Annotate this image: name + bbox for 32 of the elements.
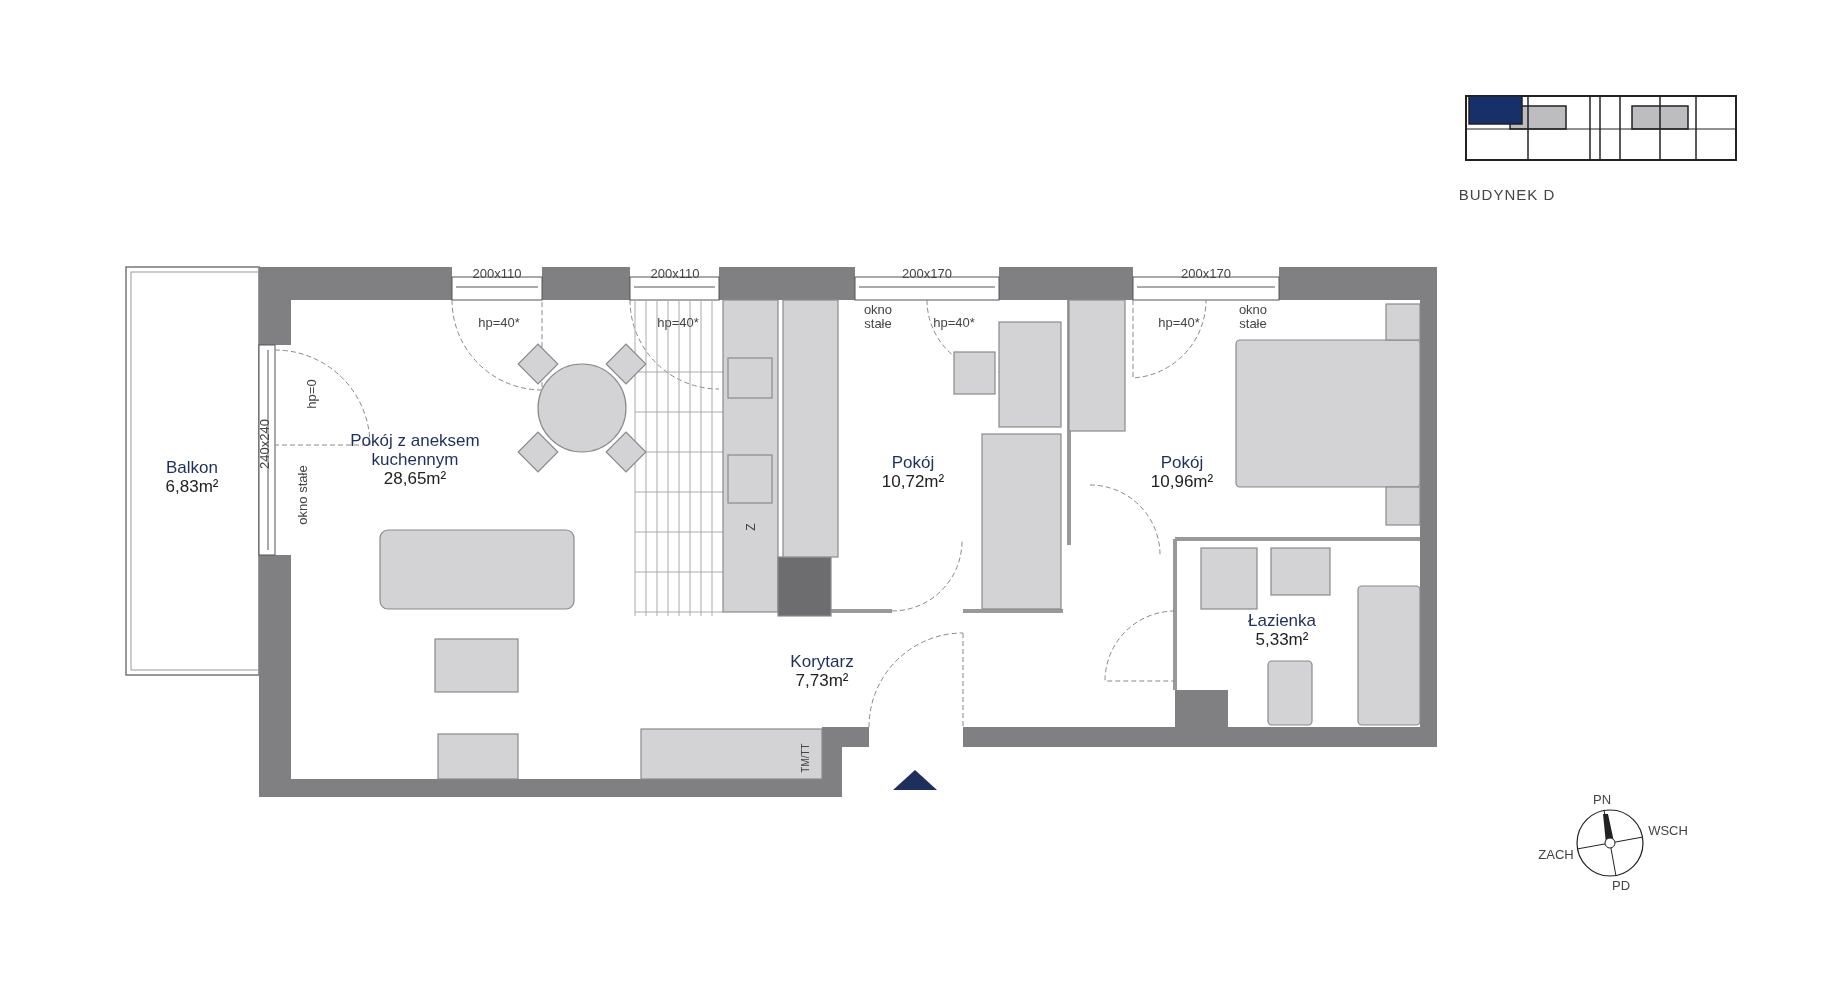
room-name: Pokój	[890, 452, 936, 472]
window-size: 240x240	[258, 419, 272, 469]
room-name: Balkon	[165, 457, 219, 477]
window-size: 200x110	[650, 267, 700, 281]
window-note: hp=40*	[933, 316, 975, 330]
window-size: 200x170	[1181, 267, 1231, 281]
building-name: BUDYNEK D	[1458, 188, 1556, 202]
window-note: okno stałe	[1237, 303, 1269, 331]
window-note: okno stałe	[296, 465, 310, 525]
room-name: Korytarz	[790, 651, 854, 671]
area-label: 28,65m²	[382, 469, 448, 489]
compass-label: PN	[1592, 793, 1612, 807]
room-name: Pokój z aneksem kuchennym	[349, 431, 481, 469]
compass-label: ZACH	[1538, 848, 1574, 862]
compass-label: WSCH	[1648, 824, 1688, 838]
area-label: 6,83m²	[165, 476, 219, 497]
window-size: 200x170	[902, 267, 952, 281]
compass-label: PD	[1611, 879, 1631, 893]
area-label: 7,73m²	[794, 670, 850, 691]
window-size: 200x110	[472, 267, 522, 281]
room-name: Pokój	[1159, 452, 1205, 472]
window-note: hp=40*	[478, 316, 520, 330]
area-label: 10,72m²	[881, 471, 945, 492]
appliance-mark: Z	[744, 523, 758, 531]
window-note: hp=0	[305, 379, 319, 409]
area-label: 10,96m²	[1150, 471, 1214, 492]
window-note: okno stałe	[862, 303, 894, 331]
room-name: Łazienka	[1247, 610, 1317, 630]
window-note: hp=40*	[657, 316, 699, 330]
area-label: 5,33m²	[1254, 629, 1310, 650]
cabinet-mark: TM/TT	[799, 743, 812, 773]
window-note: hp=40*	[1158, 316, 1200, 330]
